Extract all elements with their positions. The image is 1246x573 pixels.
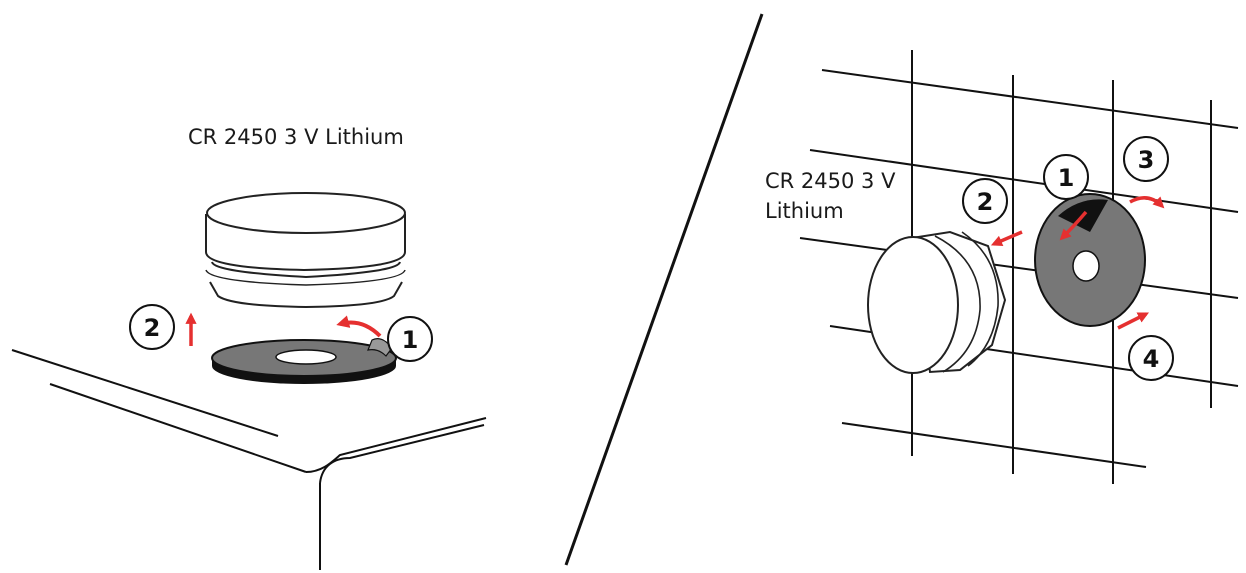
right-step-4-badge: 4 — [1128, 335, 1174, 381]
peel-arrow-icon — [336, 315, 382, 338]
adhesive-pad — [211, 338, 397, 384]
tile-grid — [799, 50, 1239, 484]
panel-divider-line — [564, 13, 764, 566]
right-step-2-badge: 2 — [962, 178, 1008, 224]
right-panel: 1 2 3 4 — [799, 50, 1239, 484]
stretch-down-arrow-icon — [1117, 312, 1150, 330]
side-battery — [867, 230, 1007, 374]
right-step-3-badge: 3 — [1123, 136, 1169, 182]
right-battery-label: CR 2450 3 V Lithium — [765, 166, 895, 226]
left-panel: 2 1 — [11, 192, 487, 570]
right-step-1-number: 1 — [1058, 164, 1075, 192]
right-battery-label-line-2: Lithium — [765, 199, 844, 223]
left-step-2-number: 2 — [144, 314, 161, 342]
left-step-1-badge: 1 — [387, 316, 433, 362]
right-step-1-badge: 1 — [1043, 154, 1089, 200]
left-step-1-number: 1 — [402, 326, 419, 354]
left-step-2-badge: 2 — [129, 304, 175, 350]
right-battery-label-line-1: CR 2450 3 V — [765, 169, 896, 193]
left-battery-label: CR 2450 3 V Lithium — [188, 125, 404, 149]
remove-battery-arrow-icon — [990, 230, 1023, 247]
right-step-2-number: 2 — [977, 188, 994, 216]
right-step-3-number: 3 — [1138, 146, 1155, 174]
stretch-up-arrow-icon — [1129, 196, 1165, 209]
right-step-4-number: 4 — [1143, 345, 1160, 373]
surface-edge — [11, 349, 487, 570]
wall-adhesive-pad — [1034, 193, 1146, 327]
peel-pad-arrow-icon — [1059, 210, 1088, 241]
button-cell-battery — [205, 192, 406, 309]
